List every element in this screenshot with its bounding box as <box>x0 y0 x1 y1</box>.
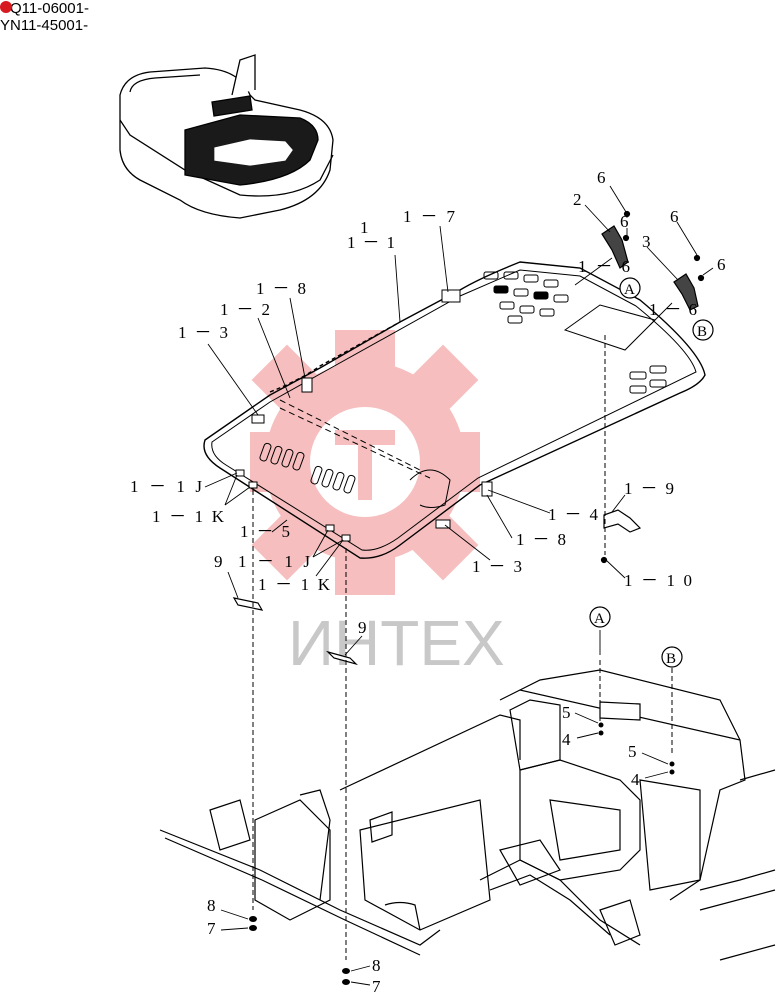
callout-1-3: 1－3 <box>472 557 522 576</box>
callout-1-1K: 1－1K <box>258 575 331 594</box>
callout-1: 1 <box>360 218 369 237</box>
svg-text:B: B <box>697 324 707 340</box>
callout-9: 9 <box>214 552 223 571</box>
callout-3: 3 <box>642 232 651 251</box>
serial-number-2: YN11-45001- <box>0 17 89 34</box>
plate-9-right <box>325 650 359 666</box>
marker-A-bottom: A <box>589 606 611 628</box>
callout-1-3: 1－3 <box>178 323 228 342</box>
callout-7: 7 <box>207 919 216 938</box>
marker-B-top: B <box>692 319 714 341</box>
callout-4: 4 <box>631 770 640 789</box>
cab-base-frame <box>159 669 776 961</box>
callout-2: 2 <box>573 190 582 209</box>
callout-1-7: 1－7 <box>403 207 456 226</box>
callout-1-6: 1－6 <box>578 257 630 276</box>
latch-hook-2 <box>601 210 631 269</box>
callout-1-1K: 1－1K <box>152 507 225 526</box>
serial-number-1: Q11-06001- <box>10 0 89 17</box>
roof-panel <box>203 261 706 559</box>
callout-1-6: 1－6 <box>649 300 697 319</box>
watermark-gear-icon <box>250 330 480 595</box>
bracket-1-9 <box>600 509 642 564</box>
callout-6: 6 <box>597 168 606 187</box>
fasteners <box>249 722 675 985</box>
callout-1-8: 1－8 <box>516 530 566 549</box>
callout-1-4: 1－4 <box>548 505 599 524</box>
callout-6: 6 <box>670 207 679 226</box>
callout-1-9: 1－9 <box>624 479 674 498</box>
callout-1-1J: 1－1J <box>130 477 202 496</box>
bullet-icon <box>0 1 12 13</box>
svg-text:A: A <box>624 282 635 298</box>
callout-1-8: 1－8 <box>256 279 306 298</box>
callout-1-10: 1－10 <box>624 571 692 590</box>
callout-1-1: 1－1 <box>347 233 395 252</box>
roof-clips <box>235 289 493 542</box>
callout-9: 9 <box>358 618 367 637</box>
callout-leaders <box>204 185 714 986</box>
cab-inset-view <box>119 54 334 219</box>
callout-8: 8 <box>372 956 381 975</box>
callout-6: 6 <box>717 255 726 274</box>
callout-5: 5 <box>628 742 637 761</box>
callout-4: 4 <box>562 730 571 749</box>
svg-text:B: B <box>666 651 676 667</box>
callout-6: 6 <box>620 212 629 231</box>
plate-9-left <box>232 597 264 611</box>
callout-8: 8 <box>207 896 216 915</box>
watermark-text: ИНТЕХ <box>288 607 505 679</box>
marker-A-top: A <box>619 277 641 299</box>
svg-text:A: A <box>594 611 605 627</box>
marker-B-bottom: B <box>661 646 683 668</box>
callout-5: 5 <box>562 703 571 722</box>
callout-7: 7 <box>372 977 381 996</box>
latch-hook-3 <box>673 254 705 311</box>
callout-1-2: 1－2 <box>220 300 270 319</box>
callout-1-5: 1－5 <box>240 522 290 541</box>
